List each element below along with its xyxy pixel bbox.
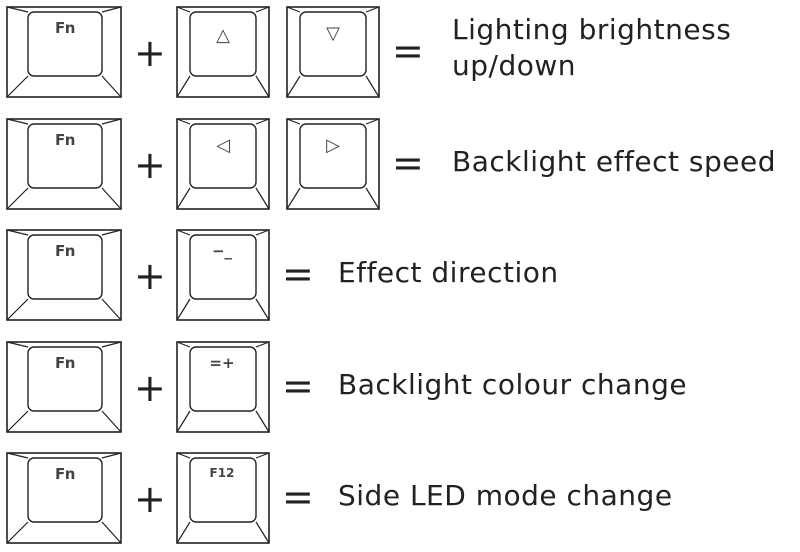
keycap-outline-icon xyxy=(286,6,380,98)
equals-sign: = xyxy=(392,141,424,185)
keycap-outline-icon xyxy=(6,229,122,321)
keycap-outline-icon xyxy=(176,229,270,321)
shortcut-row-side-led: Fn + F12 = Side LED mode change xyxy=(0,452,800,552)
key-legend: =+ xyxy=(209,354,235,372)
shortcut-row-effect-direction: Fn + −_ = Effect direction xyxy=(0,229,800,329)
key-legend: Fn xyxy=(55,242,75,260)
keycap-outline-icon xyxy=(6,452,122,544)
plus-sign: + xyxy=(134,31,166,75)
plus-sign: + xyxy=(134,366,166,410)
right-triangle-icon: ▷ xyxy=(326,134,340,156)
key-legend: Fn xyxy=(55,465,75,483)
left-triangle-icon: ◁ xyxy=(216,134,230,156)
keycap-outline-icon xyxy=(176,118,270,210)
plus-sign: + xyxy=(134,477,166,521)
keycap-outline-icon xyxy=(286,118,380,210)
up-triangle-icon: △ xyxy=(216,24,230,46)
f12-key: F12 xyxy=(176,452,270,544)
key-legend: F12 xyxy=(209,466,235,480)
description-line-1: Side LED mode change xyxy=(338,479,673,512)
keycap-outline-icon xyxy=(176,452,270,544)
description-line-1: Backlight effect speed xyxy=(452,145,776,178)
plus-sign: + xyxy=(134,143,166,187)
description-line-1: Lighting brightness xyxy=(452,13,732,46)
keycap-outline-icon xyxy=(6,6,122,98)
plus-equals-key: =+ xyxy=(176,341,270,433)
equals-sign: = xyxy=(392,29,424,73)
fn-key: Fn xyxy=(6,229,122,321)
shortcut-row-colour-change: Fn + =+ = Backlight colour change xyxy=(0,341,800,441)
shortcut-row-effect-speed: Fn + ◁ ▷ = Backlight effect speed xyxy=(0,118,800,218)
fn-key: Fn xyxy=(6,341,122,433)
fn-key: Fn xyxy=(6,6,122,98)
equals-sign: = xyxy=(282,364,314,408)
equals-sign: = xyxy=(282,475,314,519)
keycap-outline-icon xyxy=(176,341,270,433)
description-line-1: Backlight colour change xyxy=(338,368,688,401)
key-legend: Fn xyxy=(55,131,75,149)
description-line-2: up/down xyxy=(452,49,577,82)
key-legend: Fn xyxy=(55,354,75,372)
key-legend: −_ xyxy=(211,242,233,260)
right-arrow-key: ▷ xyxy=(286,118,380,210)
fn-key: Fn xyxy=(6,118,122,210)
minus-key: −_ xyxy=(176,229,270,321)
key-legend: Fn xyxy=(55,19,75,37)
down-triangle-icon: ▽ xyxy=(326,22,340,44)
fn-key: Fn xyxy=(6,452,122,544)
keycap-outline-icon xyxy=(6,341,122,433)
keycap-outline-icon xyxy=(6,118,122,210)
description-line-1: Effect direction xyxy=(338,256,559,289)
equals-sign: = xyxy=(282,252,314,296)
down-arrow-key: ▽ xyxy=(286,6,380,98)
up-arrow-key: △ xyxy=(176,6,270,98)
shortcut-row-brightness: Fn + △ ▽ = Lighting brightness up/down xyxy=(0,6,800,106)
left-arrow-key: ◁ xyxy=(176,118,270,210)
keycap-outline-icon xyxy=(176,6,270,98)
plus-sign: + xyxy=(134,254,166,298)
